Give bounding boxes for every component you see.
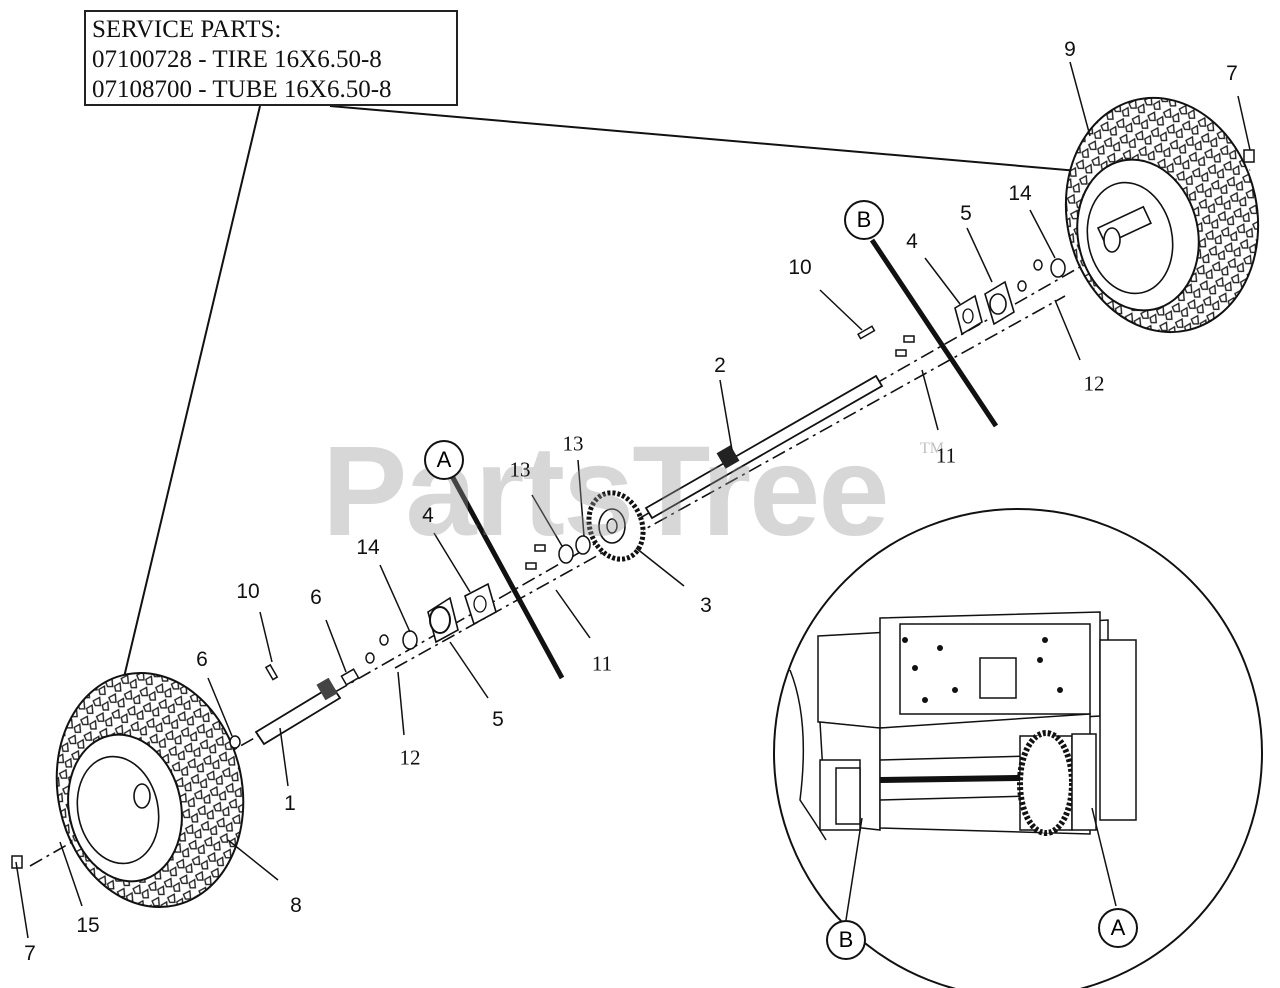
inset-detail xyxy=(773,508,1263,988)
callout-12: 12 xyxy=(399,745,421,770)
watermark: PartsTree xyxy=(322,420,889,563)
callout-14: 14 xyxy=(356,536,380,559)
flange-left-4 xyxy=(464,582,497,626)
service-part-line: 07100728 - TIRE 16X6.50-8 xyxy=(92,46,382,73)
sprocket xyxy=(586,490,646,562)
reference-a-circle: A xyxy=(1098,908,1138,948)
ref-bar-b xyxy=(869,238,999,428)
callout-6: 6 xyxy=(310,586,322,609)
callout-5: 5 xyxy=(492,708,504,731)
ref-bar-a xyxy=(449,474,565,680)
service-parts-box: SERVICE PARTS: 07100728 - TIRE 16X6.50-8… xyxy=(84,10,458,106)
reference-b-circle: B xyxy=(844,200,884,240)
small-parts xyxy=(11,149,1255,869)
callout-1: 1 xyxy=(284,792,296,815)
callout-4: 4 xyxy=(422,504,434,527)
flange-right-4 xyxy=(954,294,983,336)
axle-left xyxy=(254,677,342,746)
callout-7: 7 xyxy=(24,942,36,965)
callout-13: 13 xyxy=(509,457,531,482)
callout-2: 2 xyxy=(714,354,726,377)
bearing-left-5 xyxy=(427,596,459,644)
axle-main xyxy=(644,374,884,520)
callout-12: 12 xyxy=(1083,371,1105,396)
callout-10: 10 xyxy=(236,580,260,603)
service-parts-heading: SERVICE PARTS: xyxy=(92,16,282,43)
axis-line-lower xyxy=(394,295,1066,669)
callout-11: 11 xyxy=(591,651,613,676)
wheel-left xyxy=(55,672,245,908)
wheel-right xyxy=(1064,96,1260,334)
service-leader-right xyxy=(329,105,1091,173)
callout-9: 9 xyxy=(1064,38,1076,61)
reference-a-circle: A xyxy=(424,440,464,480)
callout-11: 11 xyxy=(935,443,957,468)
service-leader-left xyxy=(119,105,261,695)
service-part-line: 07108700 - TUBE 16X6.50-8 xyxy=(92,76,392,103)
callout-7: 7 xyxy=(1226,62,1238,85)
reference-b-circle: B xyxy=(826,920,866,960)
callout-leaders xyxy=(15,61,1251,939)
callout-5: 5 xyxy=(960,202,972,225)
callout-4: 4 xyxy=(906,230,918,253)
callout-8: 8 xyxy=(290,894,302,917)
callout-14: 14 xyxy=(1008,182,1032,205)
watermark-tm: TM xyxy=(920,440,944,457)
callout-10: 10 xyxy=(788,256,812,279)
callout-13: 13 xyxy=(562,431,584,456)
callout-3: 3 xyxy=(700,594,712,617)
callout-6: 6 xyxy=(196,648,208,671)
bearing-right-5 xyxy=(984,280,1015,326)
callout-15: 15 xyxy=(76,914,100,937)
